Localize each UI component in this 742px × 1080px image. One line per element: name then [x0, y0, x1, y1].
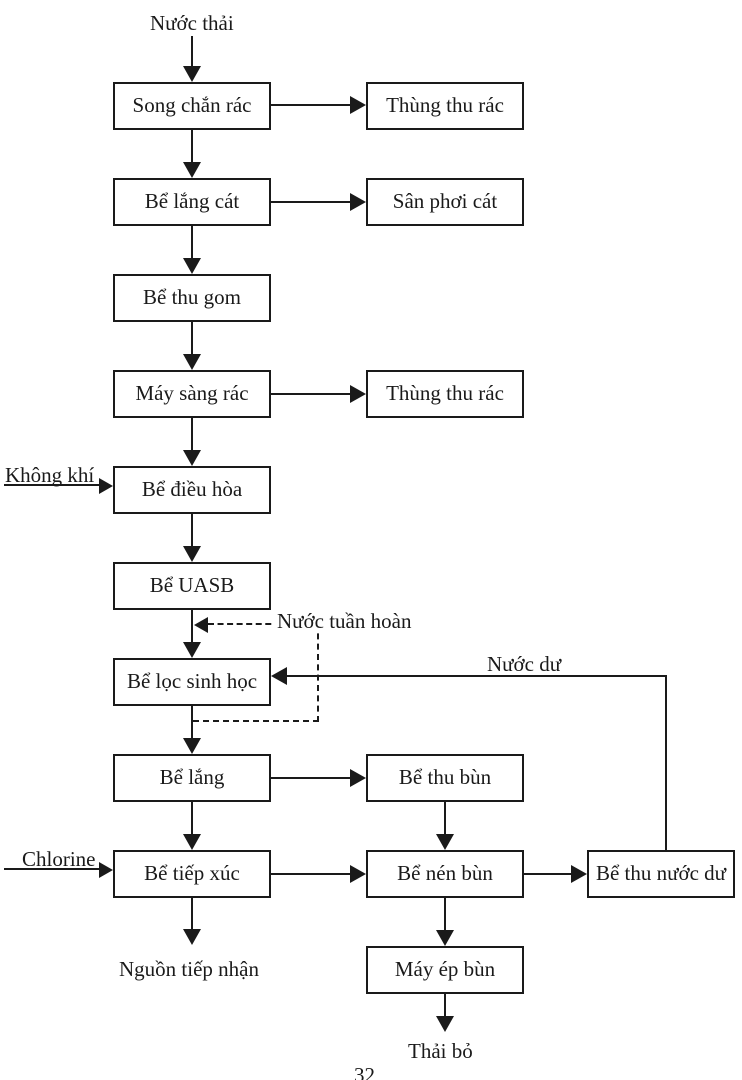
arrowhead-down-icon — [436, 1016, 454, 1032]
label-nuoc-thai: Nước thải — [150, 11, 234, 35]
flow-line-beuasb-belocsinhhoc — [191, 610, 193, 642]
flow-line-mayepbun-thaibo — [444, 994, 446, 1016]
arrowhead-down-icon — [183, 738, 201, 754]
node-be-loc-sinh-hoc: Bể lọc sinh học — [113, 658, 271, 706]
arrowhead-left-icon — [271, 667, 287, 685]
flow-line-songchanrac-thungthurac — [271, 104, 350, 106]
node-san-phoi-cat: Sân phơi cát — [366, 178, 524, 226]
arrowhead-down-icon — [183, 66, 201, 82]
arrowhead-down-icon — [183, 354, 201, 370]
arrowhead-left-icon — [194, 617, 208, 633]
node-may-ep-bun: Máy ép bùn — [366, 946, 524, 994]
flow-line-benenbun-bethunuocdu — [524, 873, 571, 875]
arrowhead-right-icon — [350, 865, 366, 883]
arrowhead-down-icon — [183, 450, 201, 466]
flow-line-songchanrac-belangcat — [191, 130, 193, 162]
flow-line-betiepxuc-nguontiepnhan — [191, 898, 193, 929]
label-nguon-tiep-nhan: Nguồn tiếp nhận — [119, 957, 259, 981]
flow-line-bethubun-benenbun — [444, 802, 446, 834]
node-be-nen-bun: Bể nén bùn — [366, 850, 524, 898]
flow-line-belang-betiepxuc — [191, 802, 193, 834]
label-thai-bo: Thải bỏ — [408, 1039, 473, 1063]
flow-line-khongkhi — [4, 484, 100, 486]
arrowhead-down-icon — [183, 642, 201, 658]
node-be-tiep-xuc: Bể tiếp xúc — [113, 850, 271, 898]
flow-line-recirc-bottom-dashed — [193, 720, 319, 722]
node-be-lang: Bể lắng — [113, 754, 271, 802]
node-be-dieu-hoa: Bể điều hòa — [113, 466, 271, 514]
arrowhead-right-icon — [571, 865, 587, 883]
arrowhead-right-icon — [350, 385, 366, 403]
node-be-thu-bun: Bể thu bùn — [366, 754, 524, 802]
label-chlorine: Chlorine — [22, 847, 96, 871]
arrowhead-down-icon — [436, 834, 454, 850]
flow-line-belangcat-bethugom — [191, 226, 193, 258]
label-khong-khi: Không khí — [5, 463, 95, 487]
label-nuoc-tuan-hoan: Nước tuần hoàn — [274, 609, 415, 634]
arrowhead-down-icon — [183, 258, 201, 274]
arrowhead-down-icon — [183, 834, 201, 850]
flow-line-recirc-top-dashed — [208, 623, 319, 625]
flow-line-chlorine — [4, 868, 100, 870]
arrowhead-down-icon — [183, 546, 201, 562]
flow-line-maysangrac-thungthurac — [271, 393, 350, 395]
arrowhead-right-icon — [99, 862, 113, 878]
node-be-thu-nuoc-du: Bể thu nước dư — [587, 850, 735, 898]
flow-line-nuocthai-songchanrac — [191, 36, 193, 66]
flow-line-betiepxuc-benenbun — [271, 873, 350, 875]
arrowhead-right-icon — [350, 193, 366, 211]
node-thung-thu-rac-2: Thùng thu rác — [366, 370, 524, 418]
node-be-uasb: Bể UASB — [113, 562, 271, 610]
node-song-chan-rac: Song chắn rác — [113, 82, 271, 130]
arrowhead-right-icon — [350, 96, 366, 114]
node-be-thu-gom: Bể thu gom — [113, 274, 271, 322]
node-thung-thu-rac-1: Thùng thu rác — [366, 82, 524, 130]
flow-line-nuocdu-horizontal — [286, 675, 667, 677]
arrowhead-down-icon — [183, 162, 201, 178]
arrowhead-right-icon — [99, 478, 113, 494]
page-number: 32 — [354, 1063, 375, 1080]
flow-line-benenbun-mayepbun — [444, 898, 446, 930]
flow-line-recirc-vertical-dashed — [317, 623, 319, 722]
node-may-sang-rac: Máy sàng rác — [113, 370, 271, 418]
label-nuoc-du: Nước dư — [487, 652, 562, 676]
flow-line-bethugom-maysangrac — [191, 322, 193, 354]
flow-line-belocsinhhoc-belang — [191, 706, 193, 738]
flow-line-belang-bethubun — [271, 777, 350, 779]
arrowhead-down-icon — [436, 930, 454, 946]
node-be-lang-cat: Bể lắng cát — [113, 178, 271, 226]
arrowhead-right-icon — [350, 769, 366, 787]
flow-line-belangcat-sanphoicat — [271, 201, 350, 203]
flow-line-bedieuhoa-beuasb — [191, 514, 193, 546]
flow-line-maysangrac-bedieuhoa — [191, 418, 193, 450]
flow-line-nuocdu-vertical — [665, 676, 667, 850]
arrowhead-down-icon — [183, 929, 201, 945]
